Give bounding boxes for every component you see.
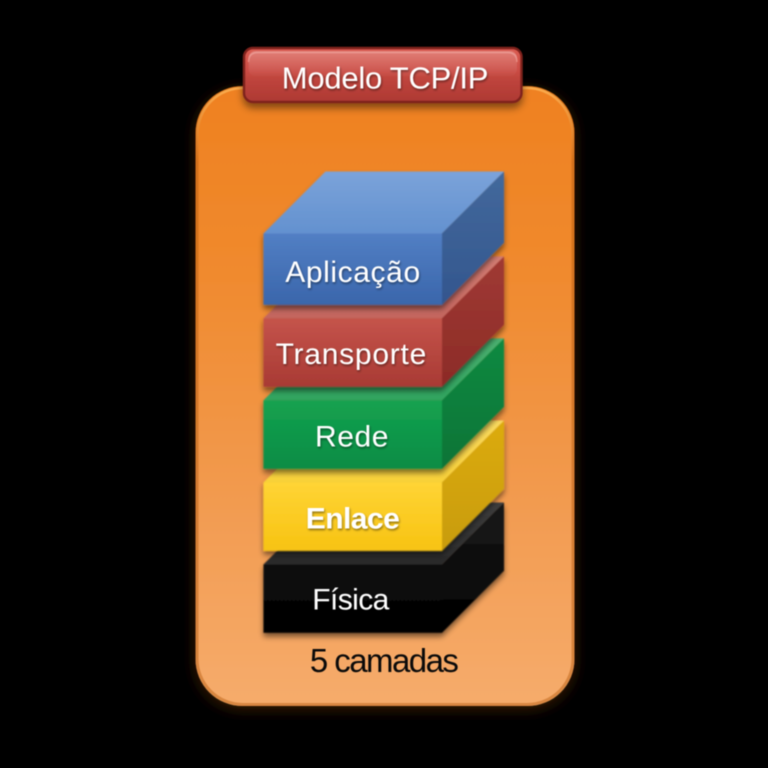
svg-text:Rede: Rede [315, 421, 389, 454]
svg-text:5 camadas: 5 camadas [310, 642, 459, 679]
svg-text:Transporte: Transporte [276, 338, 427, 371]
svg-text:Aplicação: Aplicação [285, 256, 420, 289]
svg-text:Enlace: Enlace [306, 503, 399, 536]
svg-text:Modelo TCP/IP: Modelo TCP/IP [282, 61, 488, 96]
svg-text:Física: Física [312, 583, 389, 616]
